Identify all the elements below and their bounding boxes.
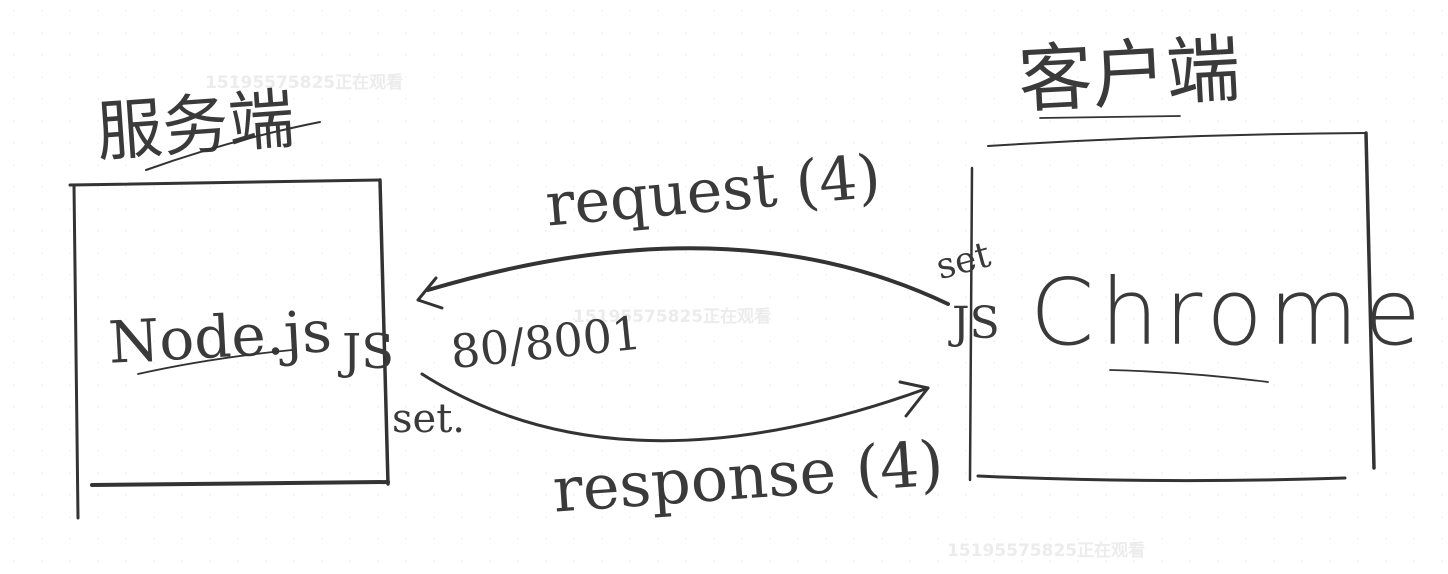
client-heading: 客户端 (1016, 26, 1242, 124)
watermark: 15195575825正在观看 (947, 541, 1146, 561)
request-arrow (416, 246, 950, 310)
client-heading-underline (1039, 115, 1181, 119)
server-set-label: set. (392, 396, 465, 442)
watermark: 15195575825正在观看 (573, 307, 772, 327)
port-label: 80/8001 (448, 306, 644, 380)
watermark: 15195575825正在观看 (205, 73, 404, 93)
response-arrow (420, 372, 930, 443)
server-box (68, 178, 390, 520)
server-label-underline (137, 349, 293, 375)
server-port-label: JS (337, 324, 394, 380)
client-label-underline (1109, 369, 1269, 383)
server-box-label: Node.js (107, 297, 334, 377)
server-heading-underline (145, 121, 321, 171)
request-label: request (4) (543, 142, 884, 241)
client-box-label: Chrome (1030, 259, 1427, 366)
server-heading: 服务端 (94, 81, 297, 172)
response-label: response (4) (550, 427, 945, 527)
client-port-label: JS (948, 298, 1000, 349)
client-box (968, 131, 1376, 483)
client-set-label: set (932, 234, 996, 288)
